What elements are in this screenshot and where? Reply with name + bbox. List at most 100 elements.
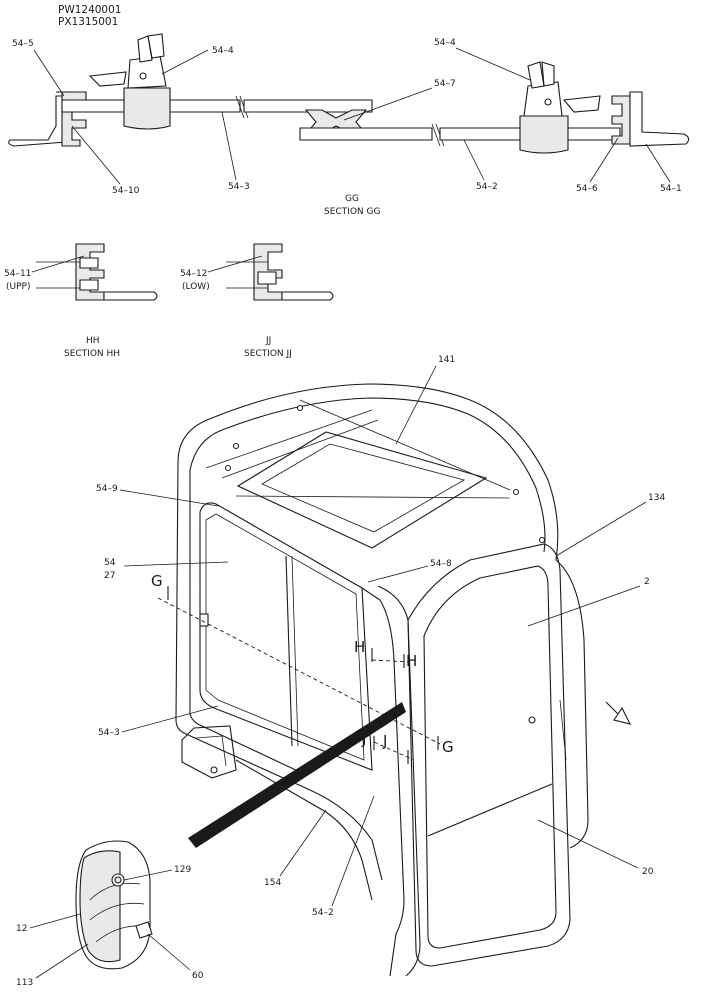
jj-glass-edge — [226, 261, 268, 289]
hh-seal-upper — [79, 257, 99, 269]
callout-54-10: 54–10 — [112, 186, 140, 196]
cab-left-inner — [189, 470, 301, 773]
section-gg-title: SECTION GG — [324, 207, 380, 217]
leader-129 — [123, 869, 173, 881]
mirror-shade-2 — [89, 902, 145, 921]
callout-60: 60 — [192, 971, 204, 981]
leader-54-4-right — [455, 47, 531, 81]
callout-54-2: 54–2 — [312, 908, 334, 918]
leader-154 — [279, 809, 327, 877]
roof-bolt-2 — [296, 404, 304, 412]
callout-54-9: 54–9 — [96, 484, 118, 494]
leader-54-3-top — [221, 111, 237, 181]
callout-54-2-top: 54–2 — [476, 182, 498, 192]
mount-bolt — [210, 766, 218, 774]
leader-12 — [29, 913, 81, 929]
marker-h-left: H — [354, 638, 365, 656]
right-frame-flange — [629, 91, 690, 147]
front-pillar-right — [377, 585, 421, 977]
section-jj-short: JJ — [265, 336, 271, 346]
marker-h-right: H — [406, 652, 417, 670]
cut-line-j — [373, 741, 415, 761]
section-hh-short: HH — [86, 336, 100, 346]
leader-2 — [527, 585, 641, 627]
marker-g-right: G — [442, 738, 454, 756]
mount-bracket — [181, 725, 237, 779]
section-jj-drawing: 54–12 (LOW) JJ SECTION JJ — [180, 243, 334, 359]
detail-pointer-arrow — [188, 702, 406, 848]
cab-section-markers: G G H H J J — [151, 572, 454, 756]
side-window-divider-2 — [291, 555, 299, 747]
section-gg-callouts: 54–5 54–4 54–10 54–3 54–4 54–7 54–2 54–6… — [12, 38, 682, 217]
glass-panel-left-b — [243, 99, 373, 113]
marker-g-left: G — [151, 572, 163, 590]
mirror-mount-knob-core — [114, 876, 122, 884]
roof-shell-inner — [189, 397, 546, 553]
lower-body-edge — [235, 759, 373, 901]
cut-line-g — [157, 597, 441, 745]
leader-134 — [555, 501, 647, 557]
left-frame-flange — [8, 95, 67, 147]
callout-54-12: 54–12 — [180, 269, 207, 279]
callout-54-11-sub: (UPP) — [6, 282, 30, 292]
latch-pivot-right — [544, 98, 552, 106]
callout-54-11: 54–11 — [4, 269, 31, 279]
leader-54-11 — [31, 255, 85, 273]
callout-54-4-right: 54–4 — [434, 38, 456, 48]
leader-54-27 — [123, 561, 229, 567]
marker-j-right: J — [382, 732, 387, 750]
hh-seal-lower — [79, 279, 99, 291]
leader-54-6 — [589, 137, 619, 183]
callout-54-12-sub: (LOW) — [182, 282, 210, 292]
section-hh-title: SECTION HH — [64, 349, 120, 359]
leader-54-8 — [367, 565, 429, 583]
break-mark-left — [235, 95, 245, 119]
section-gg-short: GG — [345, 194, 359, 204]
callout-12: 12 — [16, 924, 27, 934]
callout-113: 113 — [16, 978, 33, 988]
leader-54-1 — [645, 143, 671, 183]
section-jj-title: SECTION JJ — [244, 349, 292, 359]
callout-129: 129 — [174, 865, 191, 875]
window-latch-marker — [199, 613, 209, 627]
cab-callouts: 141 54–9 54 27 134 54–8 2 54–3 20 154 54… — [96, 355, 665, 918]
leader-113 — [35, 943, 89, 979]
leader-54-7 — [343, 87, 433, 121]
front-pillar-left — [361, 587, 405, 977]
latch-body-right — [519, 115, 569, 154]
leader-20 — [537, 819, 639, 869]
callout-54-3-top: 54–3 — [228, 182, 250, 192]
section-hh-drawing: 54–11 (UPP) HH SECTION HH — [4, 243, 158, 359]
break-mark-right — [431, 123, 441, 147]
roof-cross-bar-2 — [221, 419, 379, 479]
callout-54-8: 54–8 — [430, 559, 452, 569]
view-arrow-icon — [605, 701, 632, 725]
roof-bolt-1 — [232, 442, 240, 450]
serial-code-1: PW1240001 — [58, 4, 121, 16]
door-glass-upper — [423, 565, 557, 949]
roof-hatch-glass — [261, 443, 466, 533]
callout-54-5: 54–5 — [12, 39, 34, 49]
jj-flange — [281, 291, 334, 301]
callout-134: 134 — [648, 493, 665, 503]
roof-bolt-3 — [224, 464, 232, 472]
leader-54-2 — [331, 795, 375, 907]
side-window-glass — [205, 513, 365, 761]
latch-handle-right — [523, 81, 563, 117]
latch-hook-right — [562, 95, 601, 113]
callout-54-7: 54–7 — [434, 79, 456, 89]
mirror-glass — [79, 850, 121, 963]
marker-j-left: J — [361, 730, 366, 748]
callout-54-6: 54–6 — [576, 184, 598, 194]
roof-cross-bar — [205, 409, 373, 469]
latch-body-left — [123, 87, 171, 130]
right-rail-profile — [611, 95, 631, 145]
leader-141 — [395, 365, 437, 445]
leader-54-10 — [71, 125, 121, 185]
cab-right-detail — [559, 699, 567, 761]
mount-bracket-inner — [195, 735, 227, 767]
roof-bolt-5 — [538, 536, 546, 544]
callout-54-4-left: 54–4 — [212, 46, 234, 56]
callout-27: 27 — [104, 571, 115, 581]
